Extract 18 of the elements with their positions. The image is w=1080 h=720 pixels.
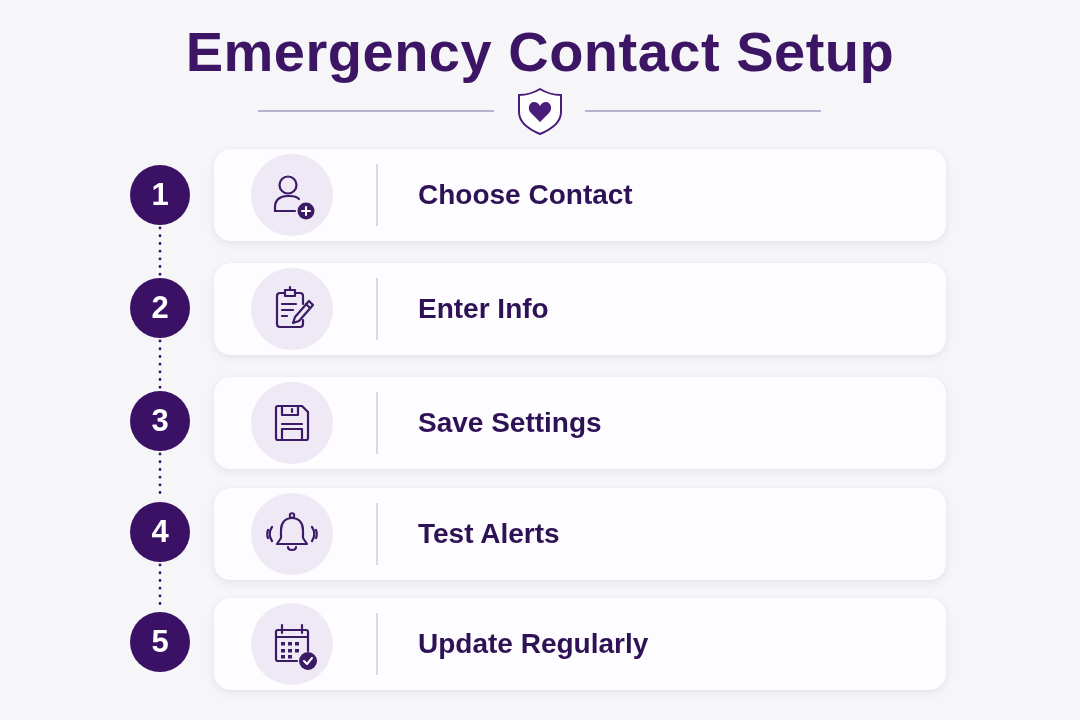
step-number: 3 [130, 391, 190, 451]
dotted-connector [158, 226, 162, 277]
step-number: 4 [130, 502, 190, 562]
step-label: Save Settings [418, 407, 602, 439]
step-label: Test Alerts [418, 518, 560, 550]
title: Emergency Contact Setup [184, 19, 896, 85]
step-number: 1 [130, 165, 190, 225]
step-number: 2 [130, 278, 190, 338]
step-card [214, 488, 946, 580]
step-label: Update Regularly [418, 628, 649, 660]
step-card [214, 263, 946, 355]
step-card [214, 598, 946, 690]
step-card [214, 377, 946, 469]
step-label: Enter Info [418, 293, 549, 325]
dotted-connector [158, 339, 162, 390]
step-number: 5 [130, 612, 190, 672]
step-card [214, 149, 946, 241]
step-label: Choose Contact [418, 179, 633, 211]
